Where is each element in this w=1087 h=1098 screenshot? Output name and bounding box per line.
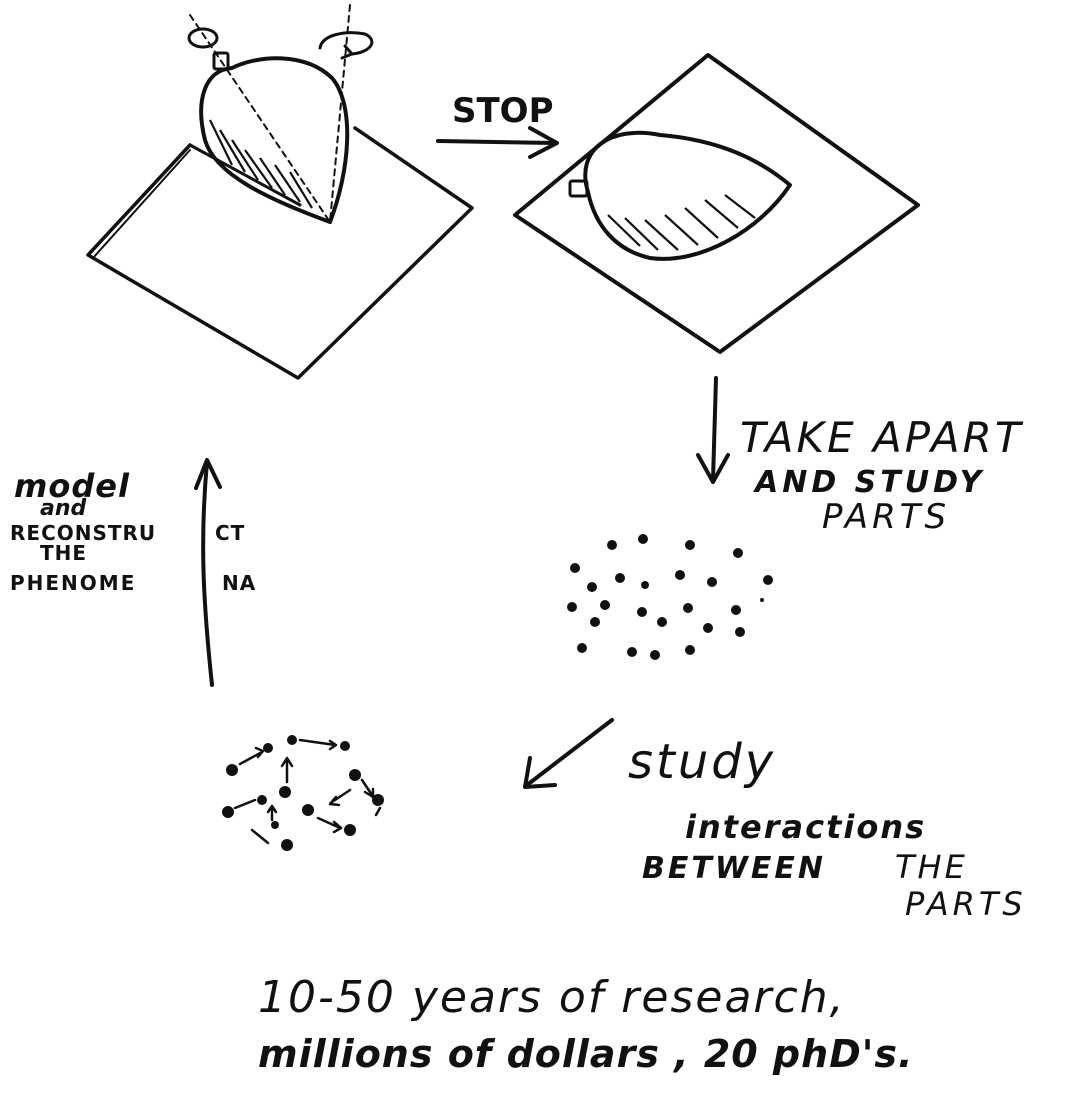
interacting-parts <box>222 735 384 851</box>
study-interactions-arrow <box>525 720 612 787</box>
stopped-top-body <box>585 133 790 259</box>
take-apart-arrow <box>698 378 728 482</box>
footer-note: 10-50 years of research, millions of dol… <box>258 972 913 1076</box>
footer-line-2: millions of dollars , 20 phD's. <box>258 1032 913 1076</box>
interactions-label: interactions <box>685 808 926 846</box>
and-label: and <box>40 496 87 521</box>
the-label: THE <box>895 848 968 886</box>
the-small-label: THE <box>40 541 87 565</box>
footer-line-1: 10-50 years of research, <box>258 972 846 1023</box>
parts-label: PARTS <box>905 885 1027 923</box>
between-label: BETWEEN <box>642 851 826 886</box>
surface-plane <box>88 128 472 378</box>
study-label: study <box>628 734 776 790</box>
reconstruct-label-b: CT <box>215 521 245 545</box>
spinning-top-drawing <box>88 5 472 378</box>
take-apart-line-1: TAKE APART <box>740 413 1024 462</box>
spin-arrow-left <box>189 29 217 47</box>
phenomena-label-a: PHENOME <box>10 571 136 595</box>
top-body <box>201 58 347 222</box>
take-apart-line-2: AND STUDY <box>753 465 985 500</box>
stop-arrow: STOP <box>438 91 557 157</box>
study-interactions-label: study interactions BETWEEN THE PARTS <box>628 734 1027 923</box>
reconstruct-arrow <box>196 460 220 685</box>
take-apart-label: TAKE APART AND STUDY PARTS <box>740 413 1024 537</box>
stop-label: STOP <box>452 91 554 131</box>
phenomena-label-b: NA <box>222 571 256 595</box>
take-apart-line-3: PARTS <box>822 497 950 537</box>
scattered-parts <box>567 534 773 660</box>
plane-right <box>515 55 918 352</box>
stopped-top-drawing <box>515 55 918 352</box>
